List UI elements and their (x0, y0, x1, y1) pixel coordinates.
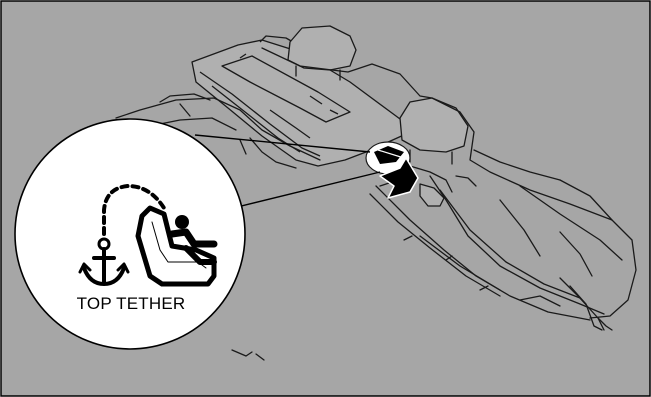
callout-circle (15, 119, 245, 349)
callout-label: TOP TETHER (38, 294, 224, 314)
